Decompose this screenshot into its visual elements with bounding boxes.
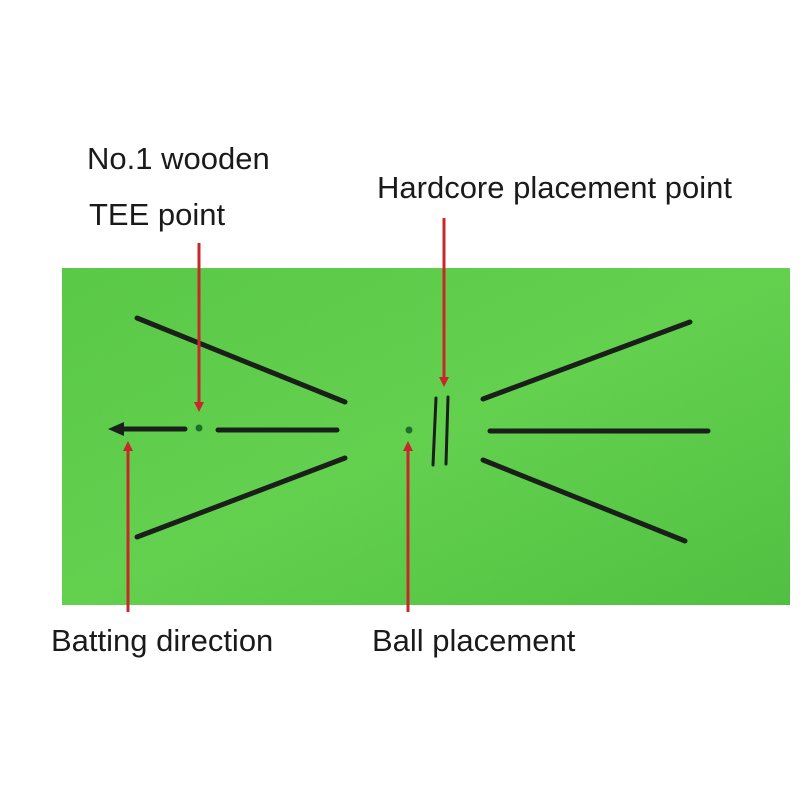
batting-direction-label: Batting direction — [51, 623, 274, 658]
guide-line-lower-left — [134, 455, 348, 540]
ball-placement-dot — [405, 426, 413, 434]
mat-texture — [62, 268, 790, 605]
hardcore-marks — [431, 395, 450, 467]
tee-point-label-line2: TEE point — [89, 197, 226, 232]
guide-line-upper-left — [134, 315, 348, 405]
tee-point-label-line1: No.1 wooden — [87, 141, 270, 176]
tee-point-dot — [195, 424, 203, 432]
direction-arrowhead — [108, 422, 124, 436]
ball-placement-label: Ball placement — [372, 623, 576, 658]
left-guide-lines — [115, 315, 348, 540]
right-guide-lines — [480, 319, 711, 544]
guide-line-upper-right — [480, 319, 693, 402]
callout-arrows — [123, 218, 449, 612]
guide-line-lower-right — [480, 457, 688, 544]
hardcore-placement-label: Hardcore placement point — [377, 170, 732, 205]
